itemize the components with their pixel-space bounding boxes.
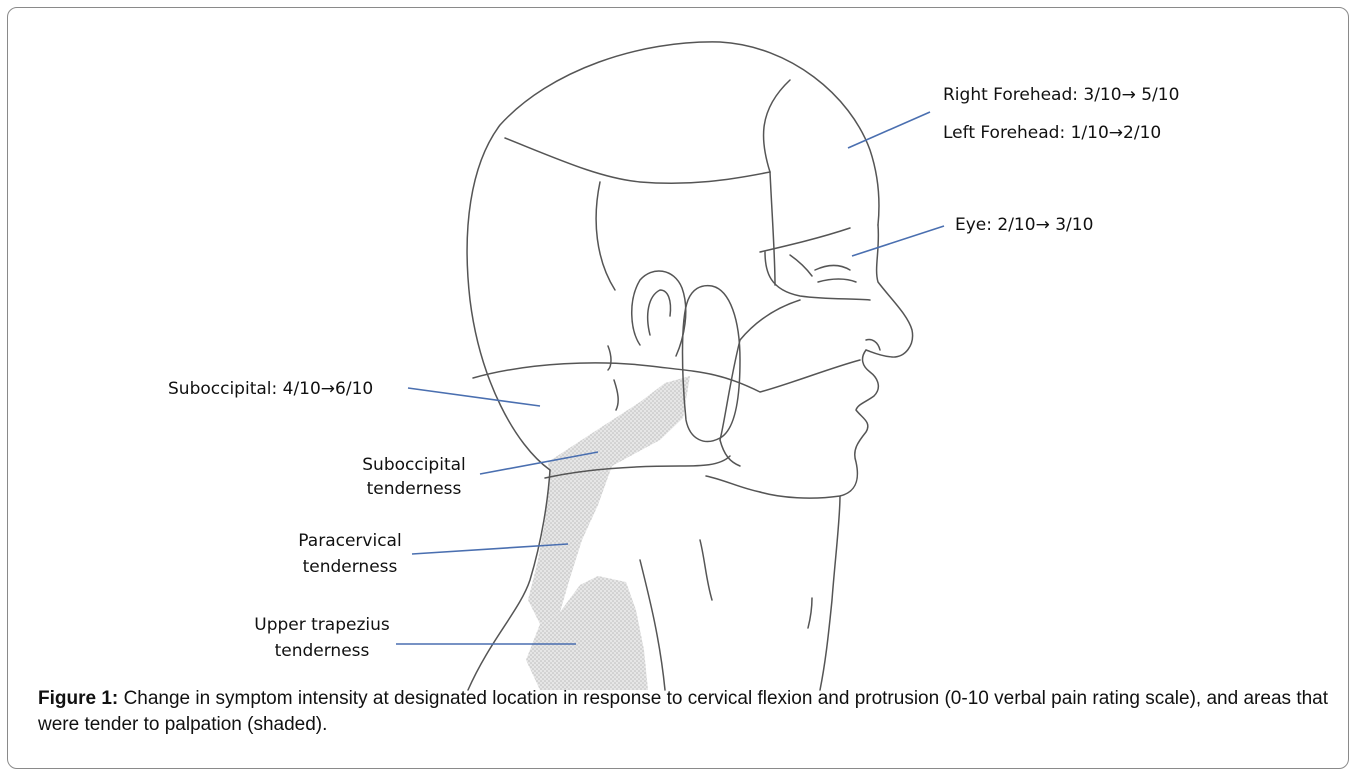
- label-upper-trapezius-tenderness-2: tenderness: [275, 641, 370, 661]
- label-right-forehead: Right Forehead: 3/10→ 5/10: [943, 85, 1179, 105]
- figure-caption: Figure 1: Change in symptom intensity at…: [38, 686, 1328, 738]
- caption-prefix: Figure 1:: [38, 688, 118, 709]
- label-left-forehead: Left Forehead: 1/10→2/10: [943, 123, 1161, 143]
- suboccipital-tender-area: [548, 376, 690, 488]
- labels: Right Forehead: 3/10→ 5/10 Left Forehead…: [168, 85, 1179, 661]
- caption-text: Change in symptom intensity at designate…: [38, 688, 1328, 735]
- label-paracervical-tenderness-1: Paracervical: [298, 531, 401, 551]
- leader-eye: [852, 226, 944, 256]
- label-paracervical-tenderness-2: tenderness: [303, 557, 398, 577]
- label-suboccipital: Suboccipital: 4/10→6/10: [168, 379, 373, 399]
- label-suboccipital-tenderness-2: tenderness: [367, 479, 462, 499]
- leader-suboccipital: [408, 388, 540, 406]
- label-suboccipital-tenderness-1: Suboccipital: [362, 455, 466, 475]
- label-eye: Eye: 2/10→ 3/10: [955, 215, 1093, 235]
- label-upper-trapezius-tenderness-1: Upper trapezius: [254, 615, 390, 635]
- tender-shading: [526, 376, 690, 690]
- leader-lines: [396, 112, 944, 644]
